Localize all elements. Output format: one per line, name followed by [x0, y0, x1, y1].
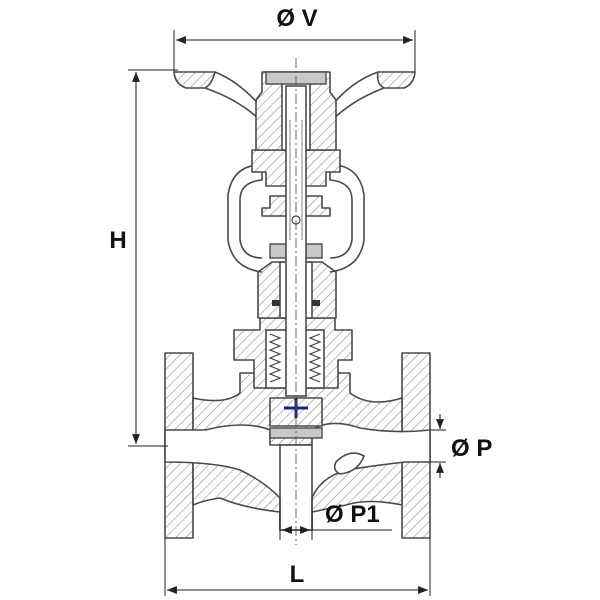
packing-left — [272, 300, 280, 306]
yoke-left-arm — [227, 164, 263, 273]
label-port-diameter: Ø P — [451, 435, 492, 462]
dimension-length: L — [164, 538, 431, 596]
body-cavity — [333, 452, 365, 475]
valve-body — [164, 352, 431, 539]
spoke-left-upper — [214, 71, 263, 109]
dimension-bore-diameter: Ø P1 — [279, 498, 392, 540]
spoke-right-lower — [329, 87, 385, 123]
label-bore-diameter: Ø P1 — [325, 501, 380, 528]
bellows — [268, 333, 322, 383]
packing-right — [312, 300, 320, 306]
label-handwheel-diameter: Ø V — [276, 5, 317, 32]
yoke-right-arm — [329, 164, 365, 273]
dimension-height: H — [109, 69, 178, 447]
spoke-left-lower — [204, 87, 263, 123]
label-length: L — [290, 561, 305, 588]
dimension-handwheel-diameter: Ø V — [173, 5, 416, 72]
handwheel-rim-left — [173, 71, 216, 89]
label-height: H — [109, 227, 126, 254]
handwheel-rim-right — [376, 71, 416, 89]
dimension-port-diameter: Ø P — [430, 414, 492, 478]
